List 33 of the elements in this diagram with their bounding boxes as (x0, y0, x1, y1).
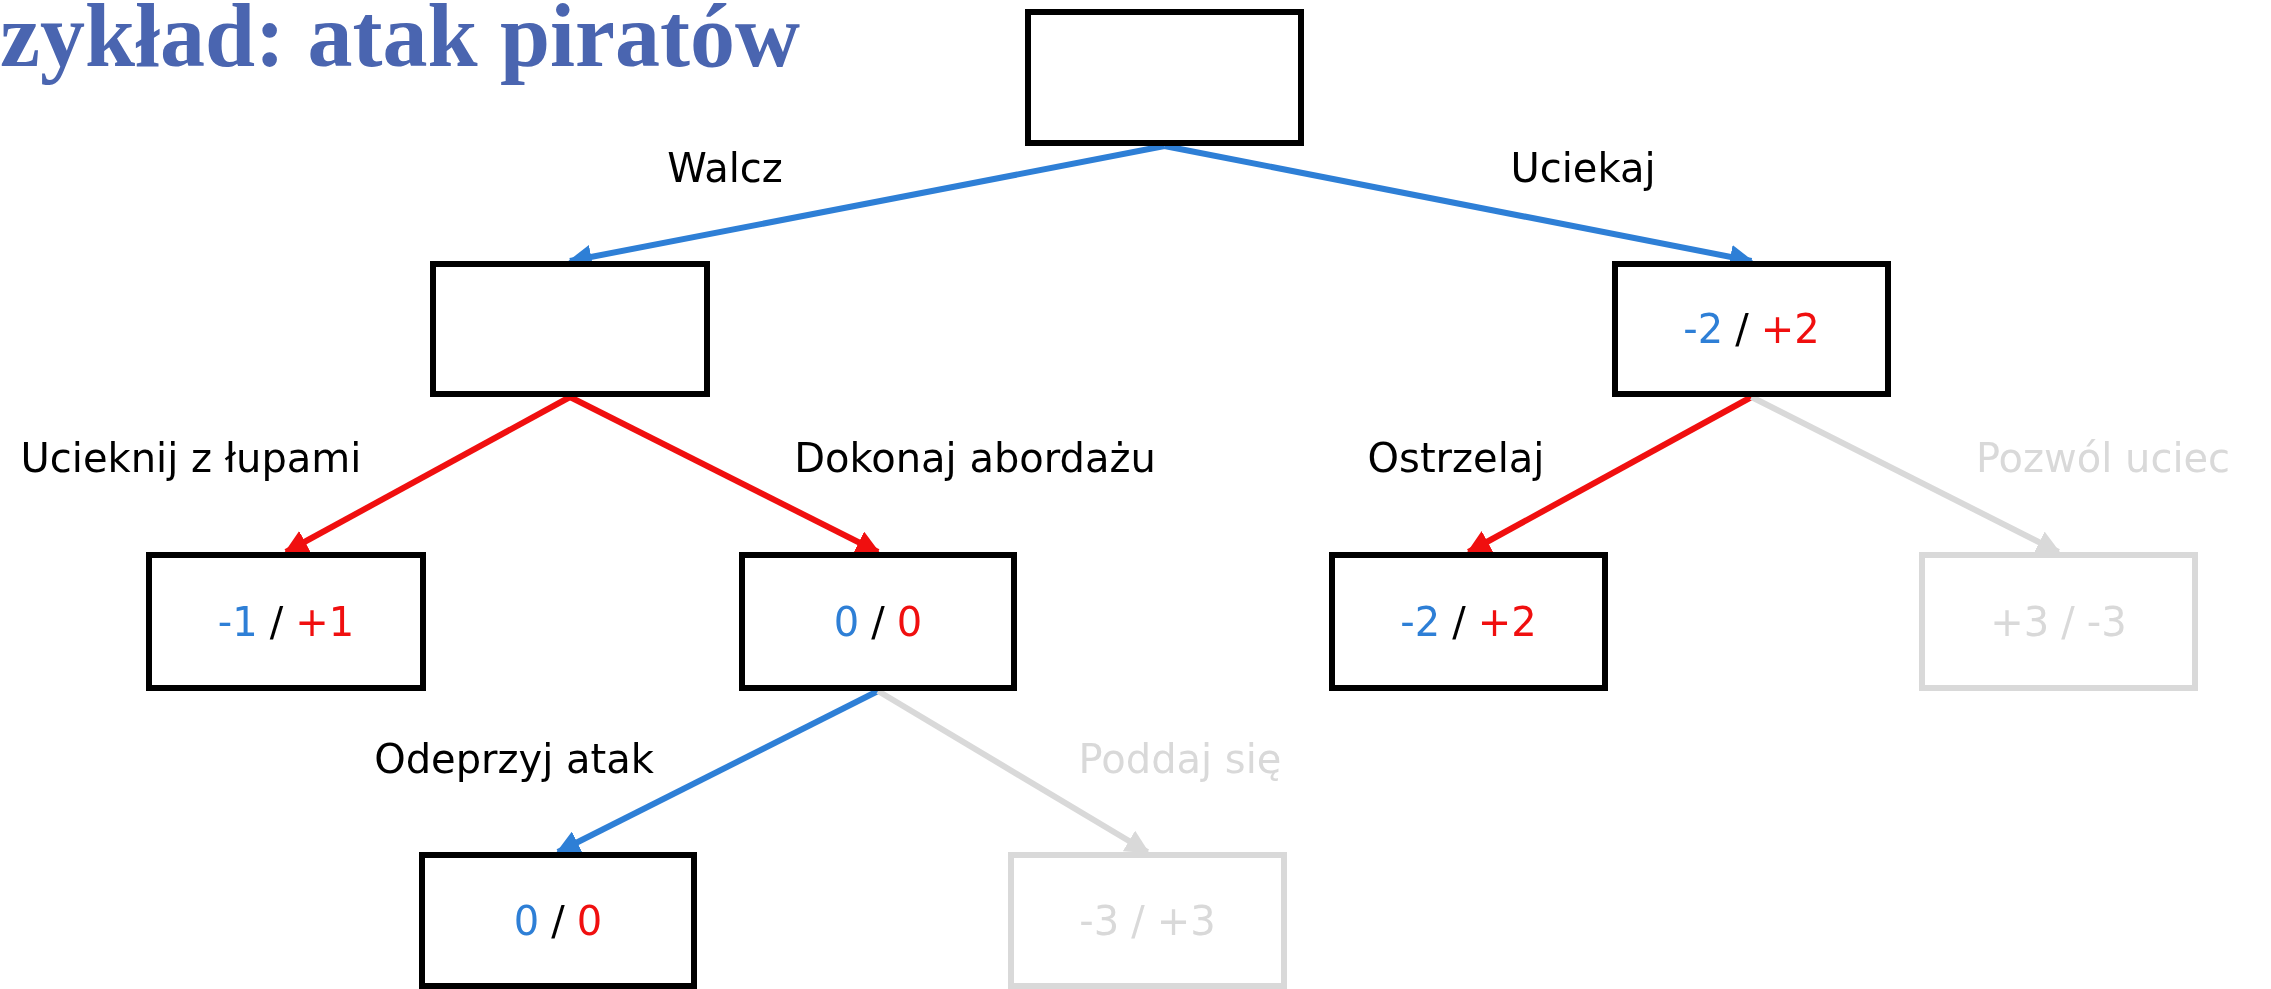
separator-text: / (2061, 598, 2075, 645)
payoff-box (419, 852, 697, 989)
payoff-box (1919, 552, 2198, 691)
edge-label: Ostrzelaj (1367, 435, 1545, 481)
separator-text: / (1452, 598, 1466, 645)
payoff-box (1329, 552, 1608, 691)
payoff-box (1612, 261, 1891, 397)
edge-label: Ucieknij z łupami (20, 435, 362, 481)
separator-text: / (1131, 897, 1145, 944)
payoff-value: +1 (295, 598, 355, 645)
payoff-box (739, 552, 1017, 691)
edge-label: Dokonaj abordażu (794, 435, 1156, 481)
payoff-value: +2 (1477, 598, 1537, 645)
decision-box (430, 261, 710, 397)
separator-text: / (551, 897, 565, 944)
payoff-box (146, 552, 426, 691)
separator-text: / (871, 598, 885, 645)
payoff-value: -2 (1683, 306, 1724, 352)
payoff-value: 0 (513, 897, 540, 944)
separator-text: / (1735, 306, 1749, 352)
edge-label: Odeprzyj atak (374, 736, 654, 782)
payoff-value: -2 (1400, 598, 1441, 645)
decision-box (1025, 9, 1304, 146)
edge-label: Uciekaj (1510, 145, 1656, 191)
payoff-value: 0 (833, 598, 860, 645)
payoff-value: +2 (1760, 306, 1820, 352)
payoff-box (1008, 852, 1287, 989)
payoff-value: 0 (896, 598, 923, 645)
slide-title: zykład: atak piratów (0, 0, 801, 87)
separator-text: / (269, 598, 284, 645)
payoff-value: 0 (576, 897, 603, 944)
edge-label: Walcz (667, 145, 783, 191)
payoff-value: -1 (217, 598, 258, 645)
